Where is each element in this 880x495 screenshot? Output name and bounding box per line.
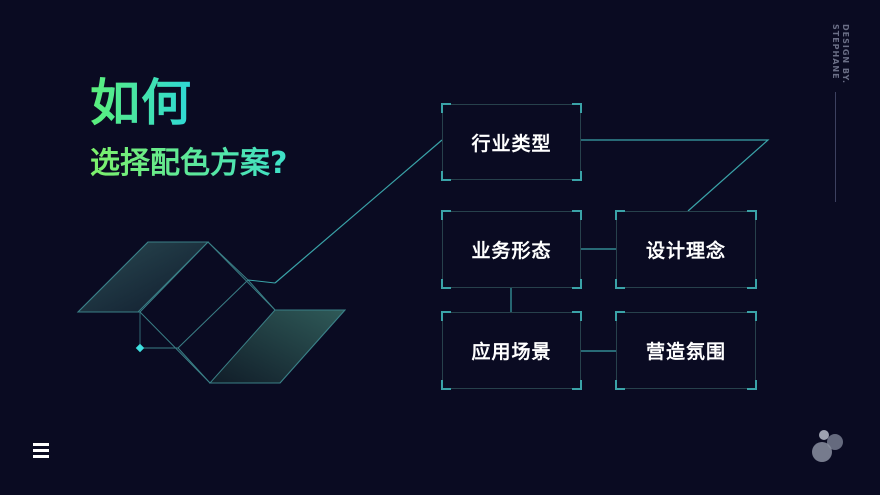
- box-industry-label: 行业类型: [471, 132, 552, 155]
- design-credit: DESIGN BY. STEPHANE: [830, 24, 850, 84]
- credit-line-2: STEPHANE: [831, 24, 840, 80]
- box-atmosphere-label: 营造氛围: [645, 341, 726, 363]
- box-scenario: 应用场景: [441, 311, 582, 390]
- credit-divider: [835, 92, 836, 202]
- cube-illustration: [76, 241, 347, 384]
- menu-icon[interactable]: [33, 443, 49, 459]
- box-atmosphere: 营造氛围: [615, 311, 757, 390]
- industry-to-design-line: [581, 139, 770, 212]
- box-business-label: 业务形态: [471, 240, 552, 262]
- box-business: 业务形态: [441, 210, 582, 289]
- box-design: 设计理念: [615, 210, 757, 289]
- page-subtitle: 选择配色方案?: [90, 146, 288, 181]
- cube-to-industry-line: [274, 139, 443, 284]
- box-industry: 行业类型: [441, 103, 582, 181]
- box-scenario-label: 应用场景: [471, 341, 552, 363]
- credit-line-1: DESIGN BY.: [841, 24, 850, 85]
- bubbles-logo-icon: [812, 430, 843, 462]
- box-design-label: 设计理念: [645, 240, 726, 262]
- page-title: 如何: [90, 74, 192, 132]
